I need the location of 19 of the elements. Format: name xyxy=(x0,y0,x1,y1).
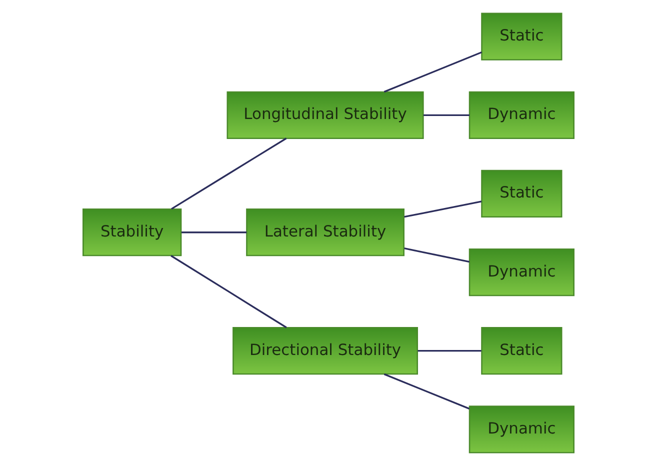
connector xyxy=(422,114,469,116)
connector xyxy=(170,138,286,210)
connector xyxy=(383,52,482,93)
node-box: Dynamic xyxy=(468,248,574,296)
node-box: Static xyxy=(480,12,562,60)
node-box: Stability xyxy=(82,208,182,256)
node-box: Dynamic xyxy=(468,406,574,454)
node-box: Lateral Stability xyxy=(246,208,404,256)
connector xyxy=(404,248,470,263)
connector xyxy=(180,232,246,234)
connector xyxy=(170,255,286,328)
node-box: Longitudinal Stability xyxy=(226,91,424,139)
connector xyxy=(383,373,470,410)
connector xyxy=(417,350,481,352)
node-box: Directional Stability xyxy=(232,327,418,375)
node-box: Static xyxy=(480,327,562,375)
node-box: Dynamic xyxy=(468,91,574,139)
connector xyxy=(404,200,482,218)
node-box: Static xyxy=(480,170,562,218)
